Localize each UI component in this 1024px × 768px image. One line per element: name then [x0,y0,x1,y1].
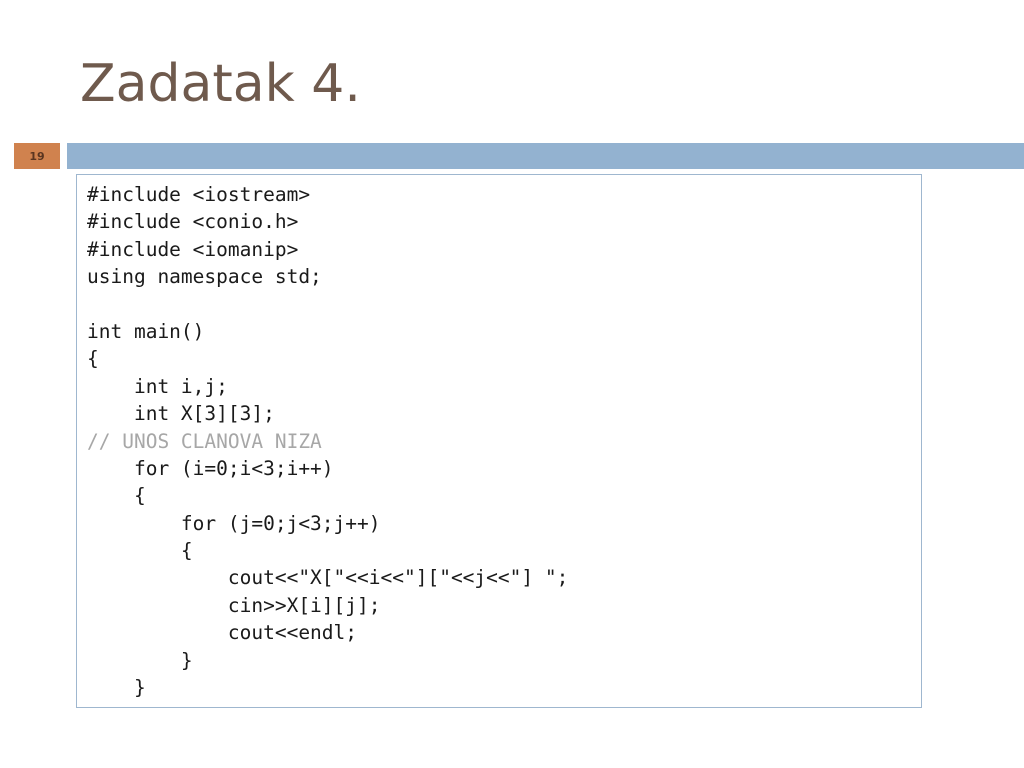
code-line: for (j=0;j<3;j++) [87,511,381,535]
code-line: #include <iomanip> [87,237,299,261]
code-block: #include <iostream> #include <conio.h> #… [76,174,922,708]
code-line: #include <conio.h> [87,210,299,234]
code-line: int X[3][3]; [87,402,275,426]
code-line: using namespace std; [87,265,322,289]
title-divider-bar [67,143,1024,169]
code-line: { [87,347,99,371]
code-line: } [87,648,193,672]
code-line: #include <iostream> [87,183,311,206]
page-number-badge: 19 [14,143,60,169]
slide-title: Zadatak 4. [80,54,361,114]
code-line: int i,j; [87,374,228,398]
code-line [87,291,921,318]
code-line: } [87,676,146,700]
code-line: cout<<endl; [87,621,358,645]
page-number: 19 [29,149,45,163]
code-line: { [87,484,146,508]
code-line: cout<<"X["<<i<<"]["<<j<<"] "; [87,566,569,590]
code-line: cin>>X[i][j]; [87,593,381,617]
code-line: int main() [87,319,205,343]
code-line: { [87,539,193,563]
code-comment-line: // UNOS CLANOVA NIZA [87,429,322,453]
code-line: for (i=0;i<3;i++) [87,456,334,480]
